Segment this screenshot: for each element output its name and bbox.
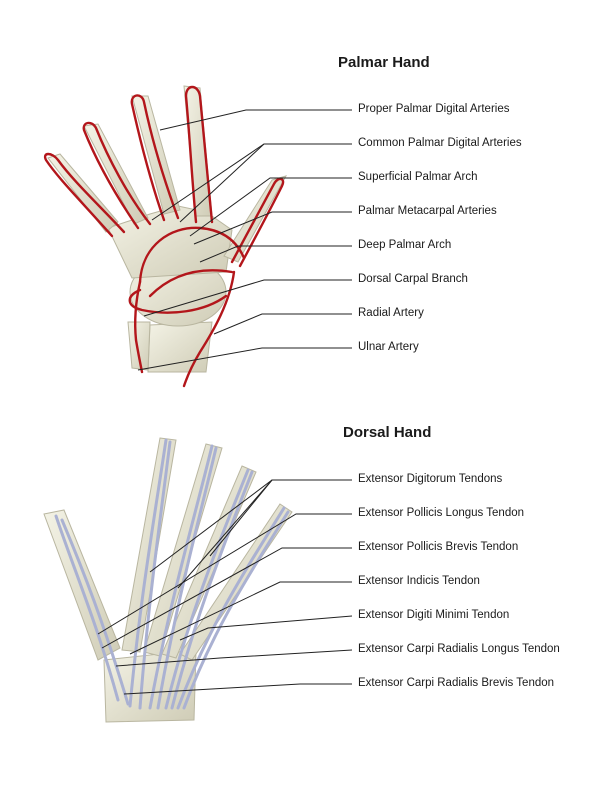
leader-dorsal-carpal — [143, 279, 352, 317]
artery-index-finger — [184, 85, 214, 224]
palmar-ulna-bone — [127, 321, 151, 371]
leader-extensor-digitorum-3 — [209, 479, 273, 557]
label-proper-palmar-digital-arteries: Proper Palmar Digital Arteries — [358, 103, 510, 115]
leader-extensor-carpi-radialis-brevis — [123, 683, 352, 695]
palmar-hand-illustration — [43, 85, 352, 388]
palmar-hand-title: Palmar Hand — [338, 54, 430, 71]
label-extensor-carpi-radialis-brevis-tendon: Extensor Carpi Radialis Brevis Tendon — [358, 677, 555, 689]
tendon-index-2 — [138, 440, 172, 710]
leader-deep-arch — [199, 245, 352, 263]
leader-extensor-digiti-minimi — [179, 615, 353, 641]
label-common-palmar-digital-arteries: Common Palmar Digital Arteries — [358, 137, 522, 149]
label-radial-artery: Radial Artery — [358, 307, 424, 319]
artery-dorsal-carpal-branch — [128, 288, 228, 314]
leader-extensor-digitorum-2 — [177, 479, 273, 589]
label-extensor-digiti-minimi-tendon: Extensor Digiti Minimi Tendon — [358, 609, 510, 621]
leader-ulnar-artery — [137, 347, 352, 371]
leader-extensor-pollicis-longus — [97, 513, 352, 635]
leader-extensor-carpi-radialis-longus — [115, 649, 353, 667]
leader-common-palmar-digital-2 — [179, 143, 265, 223]
palmar-metacarpals — [107, 205, 233, 279]
artery-middle-finger — [130, 94, 180, 222]
label-dorsal-carpal-branch: Dorsal Carpal Branch — [358, 273, 468, 285]
tendon-index-1 — [128, 438, 168, 708]
tendon-little-2 — [182, 510, 290, 710]
leader-palmar-metacarpal — [193, 211, 352, 245]
tendon-ring-1 — [164, 468, 250, 710]
label-extensor-pollicis-brevis-tendon: Extensor Pollicis Brevis Tendon — [358, 541, 519, 553]
leader-extensor-pollicis-brevis — [101, 547, 352, 649]
tendon-little-1 — [176, 506, 286, 710]
dorsal-ring-finger-bone — [161, 465, 257, 659]
label-extensor-indicis-tendon: Extensor Indicis Tendon — [358, 575, 480, 587]
artery-ring-finger — [82, 121, 152, 230]
tendon-thumb-longus — [54, 514, 120, 702]
leader-superficial-arch — [189, 177, 352, 237]
tendon-thumb-brevis — [60, 518, 130, 706]
tendon-middle-2 — [156, 446, 218, 710]
label-superficial-palmar-arch: Superficial Palmar Arch — [358, 171, 478, 183]
leader-extensor-indicis — [129, 581, 352, 655]
label-palmar-metacarpal-arteries: Palmar Metacarpal Arteries — [358, 205, 497, 217]
artery-deep-arch — [148, 269, 234, 298]
dorsal-hand-title: Dorsal Hand — [343, 424, 432, 441]
palmar-middle-finger-bone — [131, 95, 181, 215]
artery-radial — [182, 270, 236, 388]
leader-proper-palmar-digital — [159, 109, 352, 131]
label-extensor-pollicis-longus-tendon: Extensor Pollicis Longus Tendon — [358, 507, 525, 519]
artery-little-finger — [43, 152, 126, 238]
label-ulnar-artery: Ulnar Artery — [358, 341, 419, 353]
label-extensor-digitorum-tendons: Extensor Digitorum Tendons — [358, 473, 503, 485]
label-deep-palmar-arch: Deep Palmar Arch — [358, 239, 452, 251]
leader-radial-artery — [213, 313, 352, 335]
tendon-ring-2 — [170, 470, 254, 710]
tendon-middle-1 — [148, 444, 214, 710]
label-extensor-carpi-radialis-longus-tendon: Extensor Carpi Radialis Longus Tendon — [358, 643, 560, 655]
dorsal-hand-illustration — [43, 437, 353, 723]
artery-ulnar — [134, 280, 144, 374]
artery-thumb — [230, 177, 285, 268]
artery-superficial-arch — [138, 226, 246, 284]
